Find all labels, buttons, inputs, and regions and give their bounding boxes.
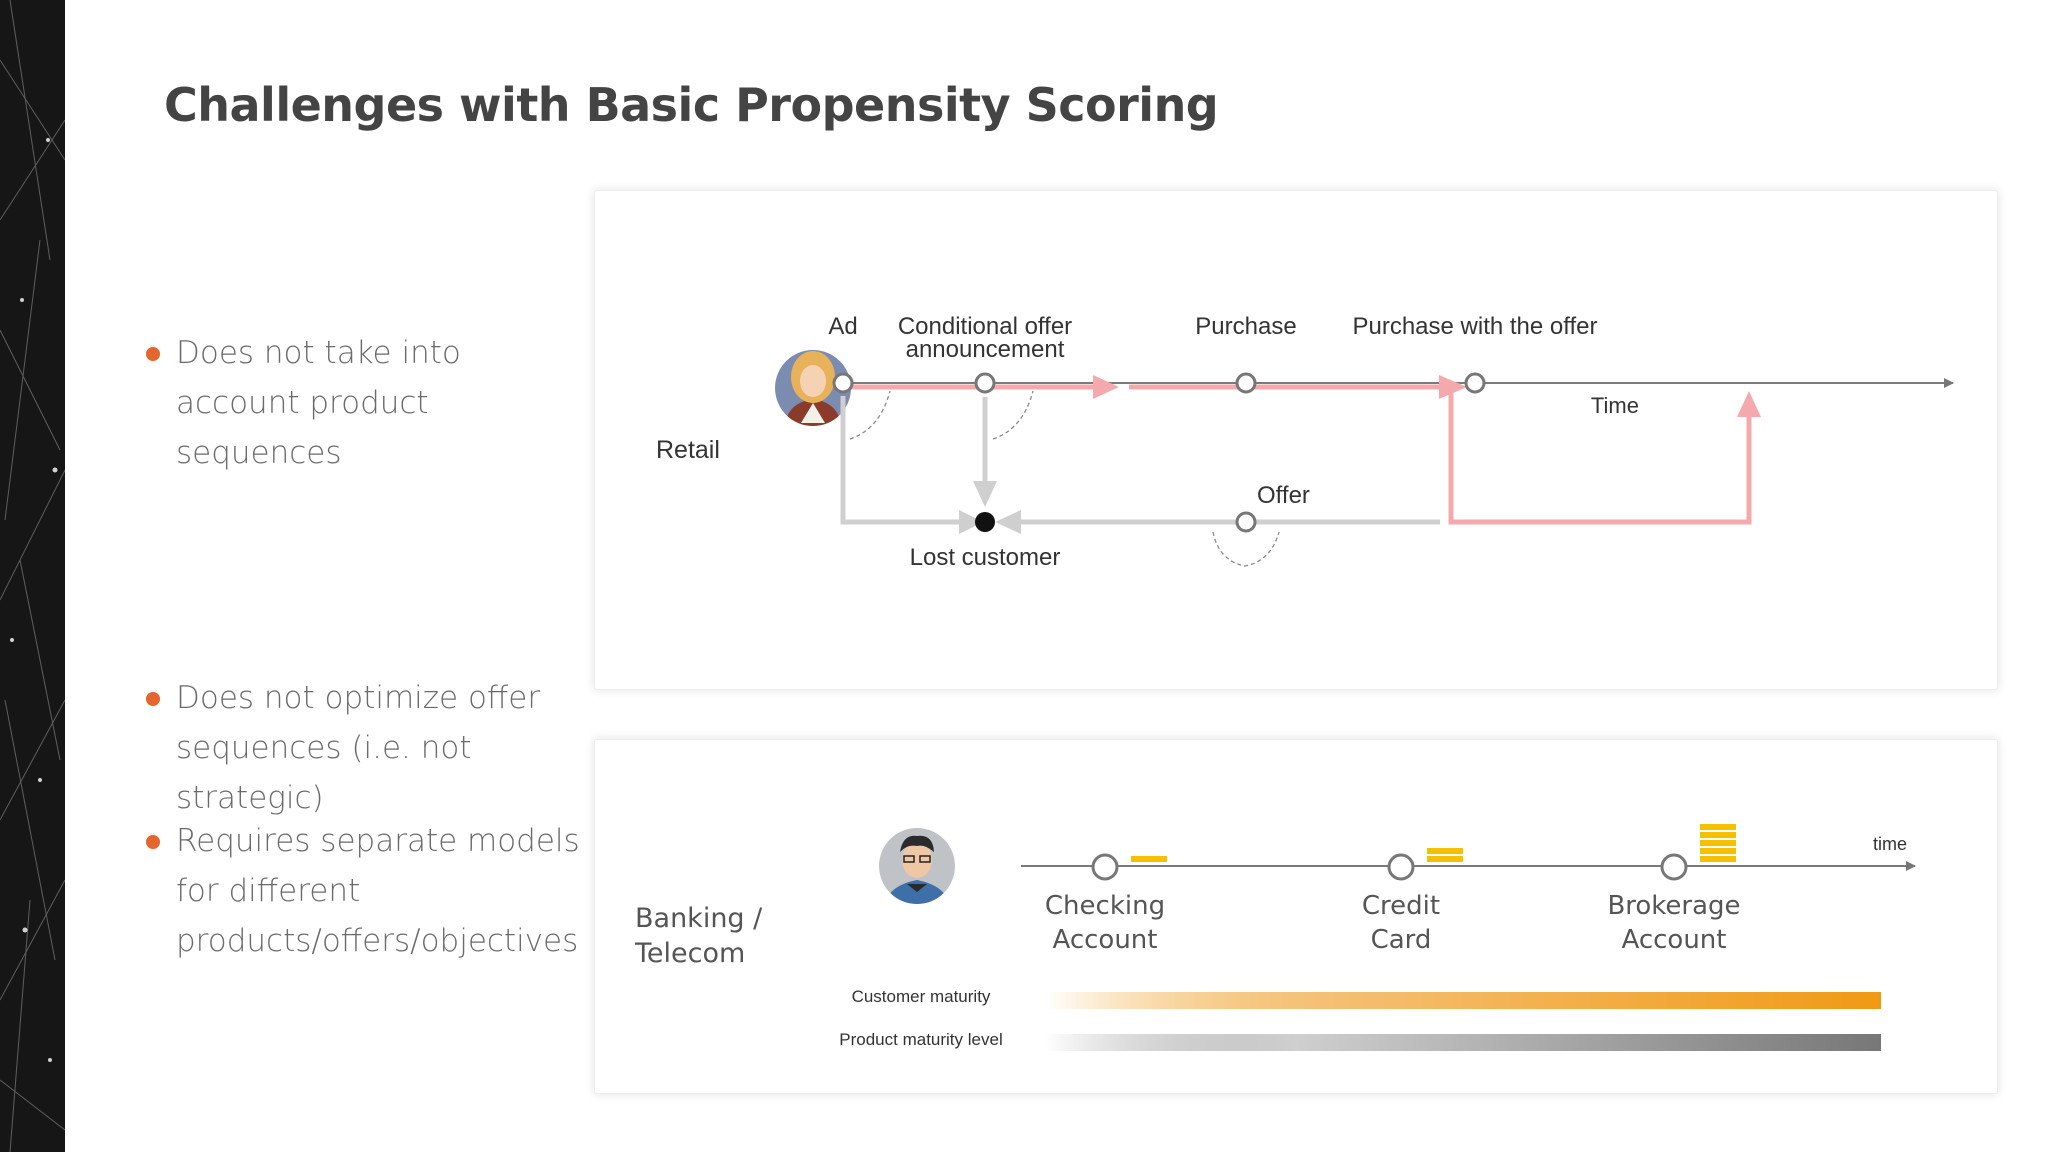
level-block [1700, 840, 1736, 846]
customer-avatar-man [879, 828, 955, 904]
product-label-checking-line2: Account [1053, 925, 1158, 955]
bullet-dot-icon [146, 347, 160, 361]
level-block [1700, 832, 1736, 838]
transition-arcs [849, 390, 1280, 567]
label-ad: Ad [828, 313, 857, 340]
bullet-item-strategic: Does not optimize offer sequences (i.e. … [146, 673, 586, 823]
node-lost-customer [975, 512, 995, 532]
label-purchase-with-offer: Purchase with the offer [1352, 313, 1597, 340]
banking-diagram-panel: Banking / Telecom time Checking Account [594, 739, 1998, 1094]
decorative-side-strip [0, 0, 65, 1152]
product-label-brokerage-line1: Brokerage [1607, 891, 1740, 921]
label-conditional-offer-line1: Conditional offer [898, 313, 1072, 340]
retail-diagram-panel: Retail [594, 190, 1998, 690]
node-credit-card [1387, 853, 1415, 881]
banking-row-label-line1: Banking / [635, 903, 763, 934]
node-checking-account [1091, 853, 1119, 881]
product-maturity-label: Product maturity level [839, 1030, 1002, 1049]
level-block [1427, 856, 1463, 862]
label-lost-customer: Lost customer [910, 544, 1061, 571]
node-purchase [1235, 372, 1257, 394]
bullet-dot-icon [146, 835, 160, 849]
label-offer: Offer [1257, 482, 1310, 509]
level-block [1131, 856, 1167, 862]
retail-row-label: Retail [656, 436, 720, 464]
customer-maturity-label: Customer maturity [852, 987, 991, 1006]
node-purchase-with-offer [1464, 372, 1486, 394]
node-ad [832, 372, 854, 394]
level-block [1700, 848, 1736, 854]
node-conditional-offer [974, 372, 996, 394]
purchase-path [843, 375, 1761, 525]
bullet-item-models: Requires separate models for different p… [146, 816, 586, 966]
bullet-item-sequences: Does not take into account product seque… [146, 328, 586, 478]
banking-row-label-line2: Telecom [634, 938, 745, 969]
product-label-brokerage-line2: Account [1622, 925, 1727, 955]
product-level-stacks [1131, 824, 1736, 862]
banking-time-label: time [1873, 834, 1907, 854]
lost-customer-path [840, 396, 1440, 534]
page-title: Challenges with Basic Propensity Scoring [164, 78, 1219, 132]
product-label-credit-line2: Card [1371, 925, 1432, 955]
level-block [1700, 856, 1736, 862]
product-label-checking-line1: Checking [1045, 891, 1165, 921]
bullet-dot-icon [146, 692, 160, 706]
customer-avatar-woman [775, 350, 851, 426]
customer-maturity-bar [1045, 992, 1881, 1009]
product-label-credit-line1: Credit [1362, 891, 1440, 921]
node-offer [1235, 511, 1257, 533]
label-purchase: Purchase [1195, 313, 1296, 340]
product-maturity-bar [1045, 1034, 1881, 1051]
label-conditional-offer-line2: announcement [906, 336, 1065, 363]
level-block [1427, 848, 1463, 854]
label-time: Time [1591, 393, 1639, 418]
node-brokerage-account [1660, 853, 1688, 881]
level-block [1700, 824, 1736, 830]
retail-nodes [832, 372, 1486, 533]
